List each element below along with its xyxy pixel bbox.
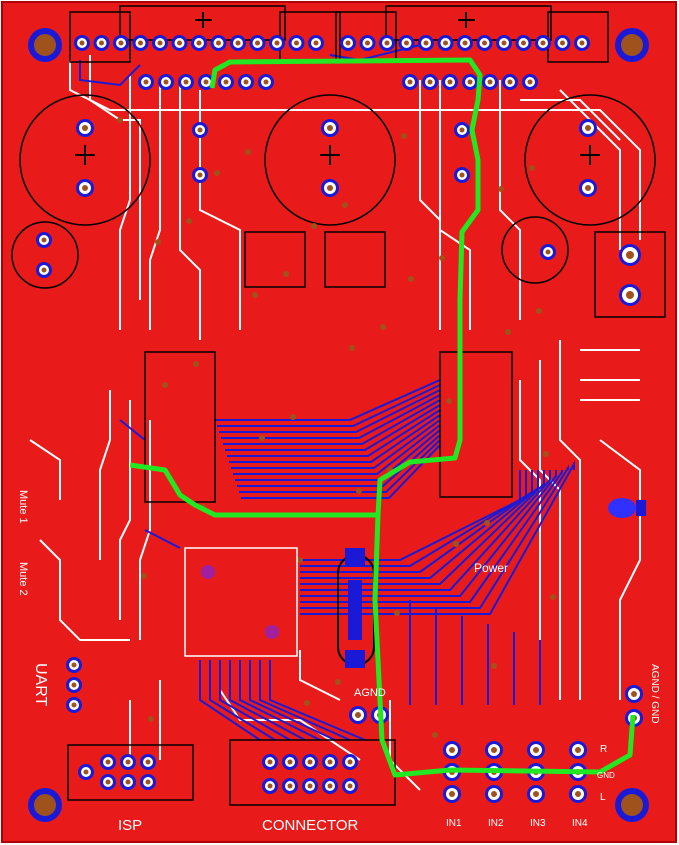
via bbox=[141, 573, 147, 579]
via bbox=[491, 663, 497, 669]
via bbox=[259, 435, 265, 441]
connector-label: CONNECTOR bbox=[262, 817, 359, 834]
electrolytic-capacitor-icon bbox=[501, 216, 569, 284]
via bbox=[335, 679, 341, 685]
via bbox=[349, 345, 355, 351]
electrolytic-capacitor-icon bbox=[524, 94, 656, 226]
via bbox=[148, 716, 154, 722]
via bbox=[550, 594, 556, 600]
chip-pin1-mark bbox=[201, 565, 215, 579]
via bbox=[252, 292, 258, 298]
via bbox=[529, 165, 535, 171]
via bbox=[543, 451, 549, 457]
electrolytic-capacitor-icon bbox=[11, 221, 79, 289]
silk-traces bbox=[29, 55, 641, 791]
via bbox=[304, 700, 310, 706]
via bbox=[380, 324, 386, 330]
via bbox=[498, 186, 504, 192]
via bbox=[505, 329, 511, 335]
mounting-holes bbox=[28, 28, 649, 822]
via bbox=[186, 218, 192, 224]
via bbox=[214, 170, 220, 176]
via bbox=[117, 117, 123, 123]
gnd-label: GND bbox=[597, 771, 615, 780]
pin-headers bbox=[36, 35, 643, 803]
mute1-label: Mute 1 bbox=[17, 490, 29, 524]
via bbox=[342, 202, 348, 208]
highlighted-trace bbox=[129, 57, 483, 518]
via bbox=[401, 133, 407, 139]
via bbox=[536, 308, 542, 314]
via bbox=[408, 276, 414, 282]
in4-label: IN4 bbox=[572, 818, 588, 829]
via bbox=[193, 361, 199, 367]
electrolytic-capacitor-icon bbox=[264, 94, 396, 226]
power-label: Power bbox=[474, 561, 508, 575]
r-label: R bbox=[600, 744, 607, 755]
top-layer-traces bbox=[79, 44, 575, 741]
isp-label: ISP bbox=[118, 817, 142, 834]
highlighted-trace-2 bbox=[372, 514, 636, 778]
via bbox=[394, 610, 400, 616]
via bbox=[283, 271, 289, 277]
l-label: L bbox=[600, 792, 606, 803]
chip-mark bbox=[265, 625, 279, 639]
via bbox=[162, 382, 168, 388]
in1-label: IN1 bbox=[446, 818, 462, 829]
uart-label: UART bbox=[32, 663, 49, 706]
agnd-label: AGND bbox=[354, 687, 386, 699]
via bbox=[155, 239, 161, 245]
in2-label: IN2 bbox=[488, 818, 504, 829]
mute2-label: Mute 2 bbox=[17, 562, 29, 596]
via bbox=[356, 488, 362, 494]
in3-label: IN3 bbox=[530, 818, 546, 829]
electrolytic-capacitor-icon bbox=[19, 94, 151, 226]
via bbox=[311, 223, 317, 229]
via bbox=[453, 541, 459, 547]
via bbox=[446, 398, 452, 404]
via bbox=[432, 732, 438, 738]
via bbox=[290, 414, 296, 420]
via bbox=[439, 255, 445, 261]
agnd-gnd-label: AGND / GND bbox=[649, 664, 660, 723]
via bbox=[297, 557, 303, 563]
led-icon bbox=[608, 498, 646, 518]
via bbox=[484, 520, 490, 526]
microcontroller-chip bbox=[184, 547, 298, 657]
via bbox=[245, 149, 251, 155]
